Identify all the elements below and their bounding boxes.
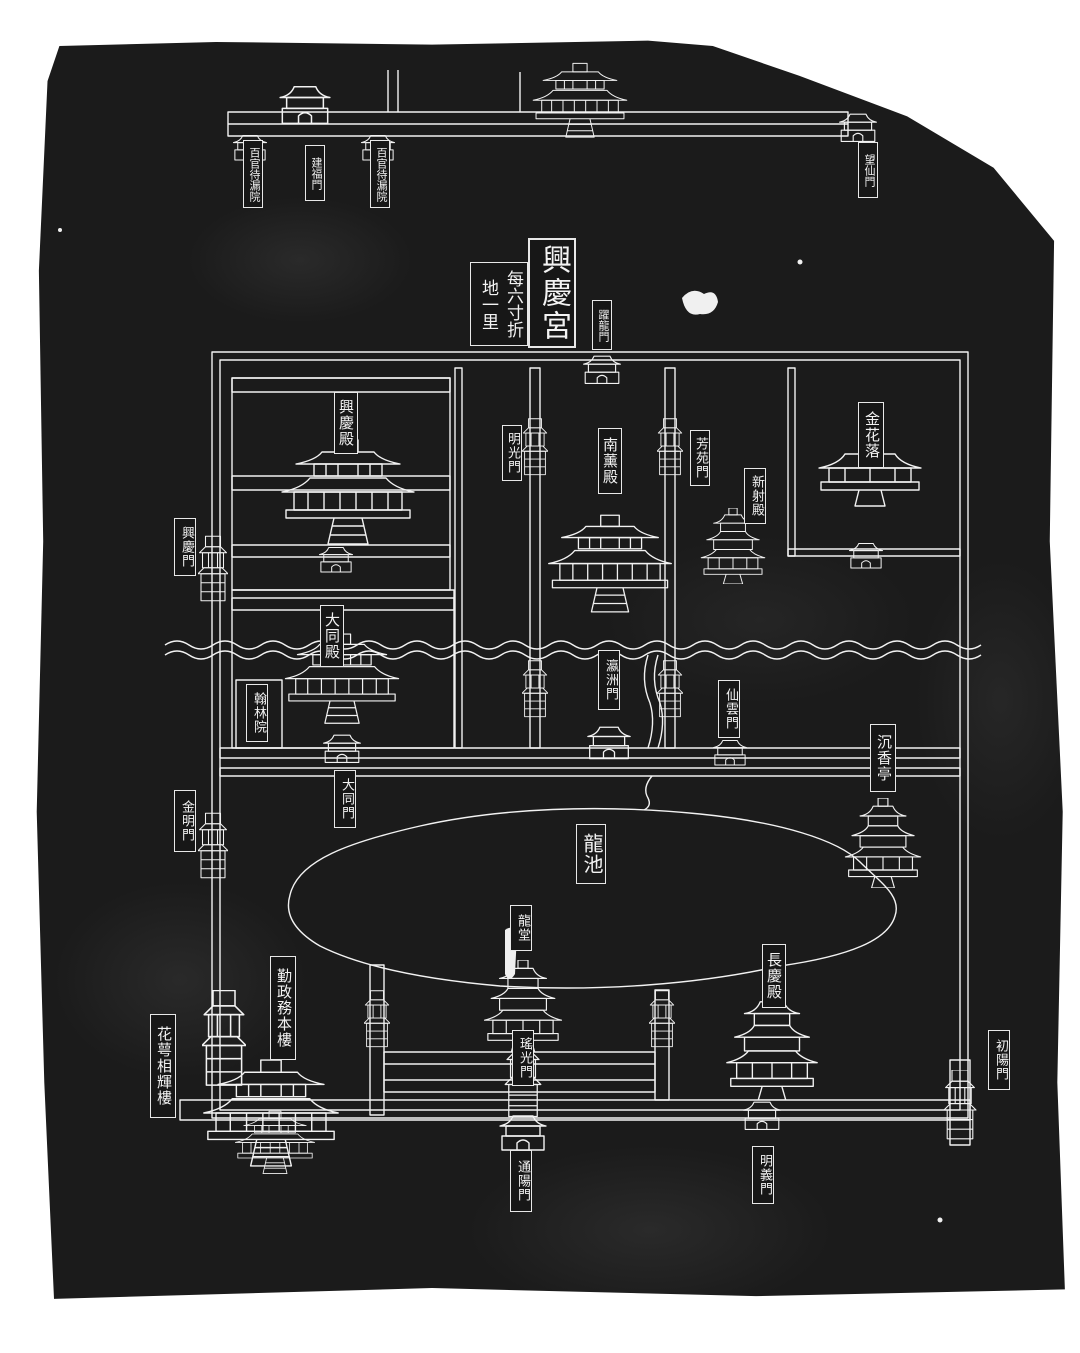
label-xingqing-hall: 興慶殿	[334, 392, 358, 454]
label-hanlin-yard: 翰林院	[246, 684, 268, 742]
palace-outer-wall	[211, 351, 969, 1119]
label-fangyuan-gate: 芳苑門	[690, 430, 710, 486]
scale-note: 每六寸折地一里	[470, 262, 528, 346]
southwest-pylon	[364, 990, 390, 1048]
map-title: 興慶宮	[528, 238, 576, 348]
northern-gate-hall-building	[532, 62, 628, 138]
jianfu-gate-building	[279, 85, 331, 125]
label-jinming-gate: 金明門	[174, 790, 196, 852]
weathering-spots	[58, 228, 943, 1223]
dragon-pond-outline	[287, 807, 897, 989]
label-yingzhou-gate: 瀛洲門	[598, 650, 620, 710]
label-datong-hall: 大同殿	[320, 605, 344, 667]
chenxiang-pavilion-building	[844, 798, 922, 888]
label-daiyuan-right: 百官待漏院	[370, 140, 390, 208]
label-mingyi-gate: 明義門	[752, 1146, 774, 1204]
xingqing-hall-building	[281, 439, 415, 545]
xingqing-inner-gate-building	[318, 546, 354, 573]
label-jinhua-luo: 金花落	[858, 402, 884, 468]
label-chenxiang-pavilion: 沉香亭	[870, 724, 896, 792]
label-yaoguang-gate: 瑤光門	[512, 1030, 534, 1086]
mingyi-gate-building	[743, 1101, 781, 1130]
qinzheng-tower-pylon	[202, 990, 246, 1086]
label-mingguang-gate: 明光門	[502, 425, 522, 481]
nanxun-hall-building	[548, 514, 672, 613]
label-nanxun-hall: 南薰殿	[598, 428, 622, 494]
southeast-pylon	[649, 990, 675, 1048]
stream	[643, 654, 664, 749]
label-wangxian-gate: 望仙門	[858, 142, 878, 198]
label-jianfu-gate: 建福門	[305, 145, 325, 201]
label-changqing-hall: 長慶殿	[762, 944, 786, 1008]
water-channel-lower	[164, 650, 982, 660]
fangyuan-gate-pylon	[657, 418, 683, 476]
mingguang-gate-pylon	[522, 418, 548, 476]
tongyang-gate-building	[499, 1115, 547, 1151]
qinzheng-huae-tower-building	[203, 1059, 339, 1167]
stream-to-pond	[643, 775, 653, 811]
label-chuyang-gate: 初陽門	[988, 1030, 1010, 1090]
label-daiyuan-left: 百官待漏院	[243, 140, 263, 208]
jinming-gate-tower	[198, 812, 228, 879]
label-xianyun-gate: 仙雲門	[718, 680, 740, 738]
label-tongyang-gate: 通陽門	[510, 1150, 532, 1212]
label-qinzheng-tower: 勤政務本樓	[270, 956, 296, 1060]
label-xingqing-gate: 興慶門	[174, 518, 196, 576]
xingqing-hall-compound	[231, 377, 455, 749]
label-xinshe-hall: 新射殿	[744, 468, 766, 524]
xingqing-gate-tower	[198, 535, 228, 602]
label-dragon-pond: 龍池	[576, 824, 606, 884]
yingzhou-gate-building	[586, 726, 632, 760]
xianyun-gate-building	[712, 739, 748, 766]
label-datong-gate: 大同門	[334, 770, 356, 828]
northern-outer-wall	[227, 70, 849, 137]
label-yuelong-gate: 躍龍門	[592, 300, 612, 350]
wangxian-gate-building	[839, 113, 877, 142]
water-channel	[164, 640, 982, 650]
changqing-hall-building	[726, 992, 818, 1100]
label-huae-tower: 花萼相輝樓	[150, 1014, 176, 1118]
label-dragon-hall: 龍堂	[510, 905, 532, 951]
west-lower-pylon	[522, 660, 548, 718]
